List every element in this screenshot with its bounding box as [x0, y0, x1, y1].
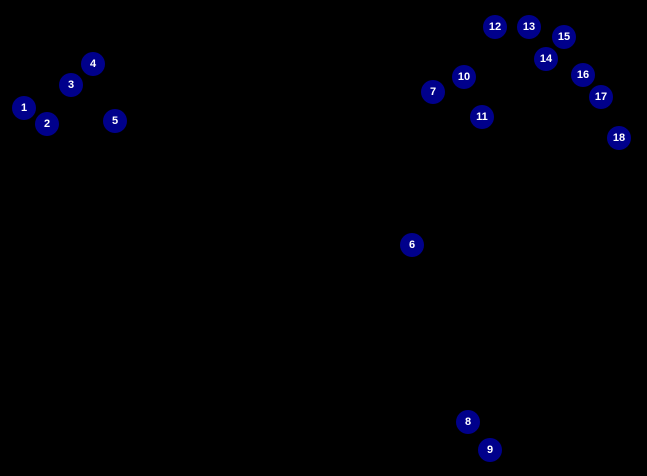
graph-node-label: 2	[43, 117, 51, 130]
graph-node-5[interactable]: 5	[103, 109, 127, 133]
graph-node-label: 13	[522, 20, 536, 33]
graph-node-4[interactable]: 4	[81, 52, 105, 76]
graph-node-10[interactable]: 10	[452, 65, 476, 89]
graph-node-label: 11	[476, 110, 488, 123]
graph-node-7[interactable]: 7	[421, 80, 445, 104]
graph-node-label: 9	[486, 443, 494, 456]
graph-node-label: 3	[67, 78, 75, 91]
graph-node-label: 14	[539, 52, 553, 65]
graph-node-label: 16	[576, 68, 590, 81]
graph-node-12[interactable]: 12	[483, 15, 507, 39]
graph-node-label: 1	[20, 101, 28, 114]
graph-node-13[interactable]: 13	[517, 15, 541, 39]
graph-node-8[interactable]: 8	[456, 410, 480, 434]
graph-node-15[interactable]: 15	[552, 25, 576, 49]
graph-node-14[interactable]: 14	[534, 47, 558, 71]
graph-node-label: 6	[408, 238, 416, 251]
graph-node-16[interactable]: 16	[571, 63, 595, 87]
graph-node-18[interactable]: 18	[607, 126, 631, 150]
graph-node-17[interactable]: 17	[589, 85, 613, 109]
graph-node-9[interactable]: 9	[478, 438, 502, 462]
graph-node-label: 12	[488, 20, 502, 33]
graph-node-6[interactable]: 6	[400, 233, 424, 257]
graph-node-11[interactable]: 11	[470, 105, 494, 129]
graph-node-2[interactable]: 2	[35, 112, 59, 136]
graph-node-1[interactable]: 1	[12, 96, 36, 120]
graph-node-label: 15	[557, 30, 571, 43]
graph-node-3[interactable]: 3	[59, 73, 83, 97]
graph-node-label: 4	[89, 57, 97, 70]
graph-node-label: 10	[457, 70, 471, 83]
graph-node-label: 7	[429, 85, 437, 98]
graph-node-label: 18	[612, 131, 626, 144]
graph-node-label: 5	[111, 114, 119, 127]
graph-node-label: 8	[464, 415, 472, 428]
graph-node-label: 17	[594, 90, 608, 103]
